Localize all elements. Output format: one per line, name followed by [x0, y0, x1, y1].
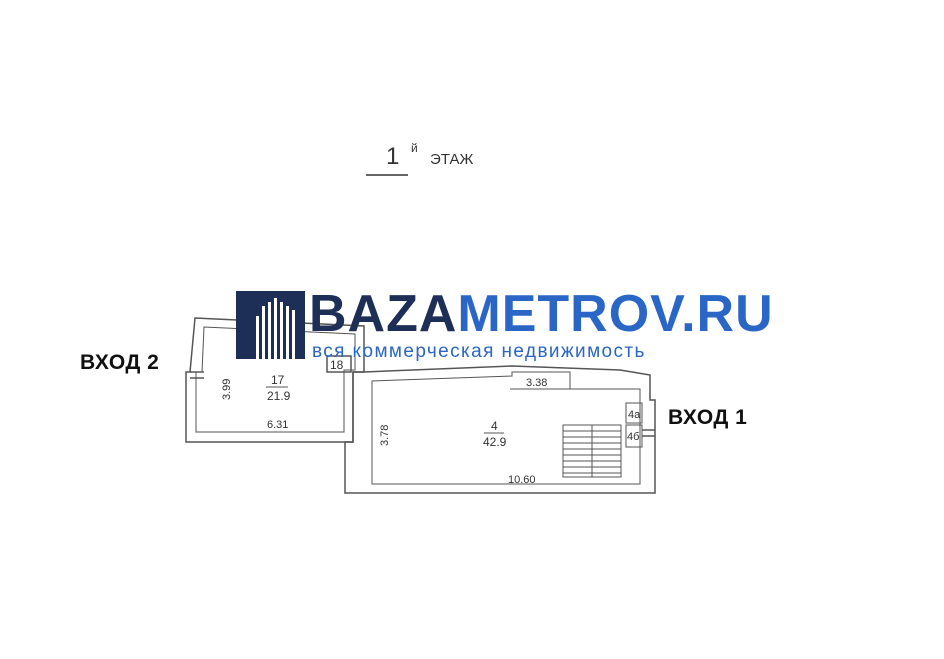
floor-suffix: й	[411, 141, 418, 155]
room-4b-number: 4б	[627, 431, 639, 443]
room-4-height-dim: 3.78	[379, 425, 391, 446]
room-17-height-dim: 3.99	[221, 379, 233, 400]
logo-tagline: вся коммерческая недвижимость	[312, 341, 646, 362]
logo-building-icon	[236, 291, 305, 359]
room-17-number: 17	[271, 373, 285, 387]
room-4-number: 4	[491, 419, 498, 433]
room-4-area: 42.9	[483, 435, 507, 449]
logo-wordmark-part1: BAZA	[309, 285, 458, 343]
corridor-width-dim: 3.38	[526, 377, 547, 389]
floor-number: 1	[386, 143, 399, 170]
room-18-number: 18	[330, 358, 344, 372]
entrance-2-label: ВХОД 2	[80, 351, 160, 374]
room-4-width-dim: 10.60	[508, 474, 536, 486]
floor-label: ЭТАЖ	[430, 151, 473, 168]
room-17-area: 21.9	[267, 389, 291, 403]
logo-wordmark-part2: METROV.RU	[457, 285, 774, 343]
logo-wordmark: BAZAMETROV.RU	[309, 284, 774, 344]
room-4-walls	[344, 365, 656, 494]
entrance-1-label: ВХОД 1	[668, 406, 748, 429]
room-17-width-dim: 6.31	[267, 419, 288, 431]
room-4a-number: 4а	[628, 409, 641, 421]
staircase	[562, 424, 622, 478]
